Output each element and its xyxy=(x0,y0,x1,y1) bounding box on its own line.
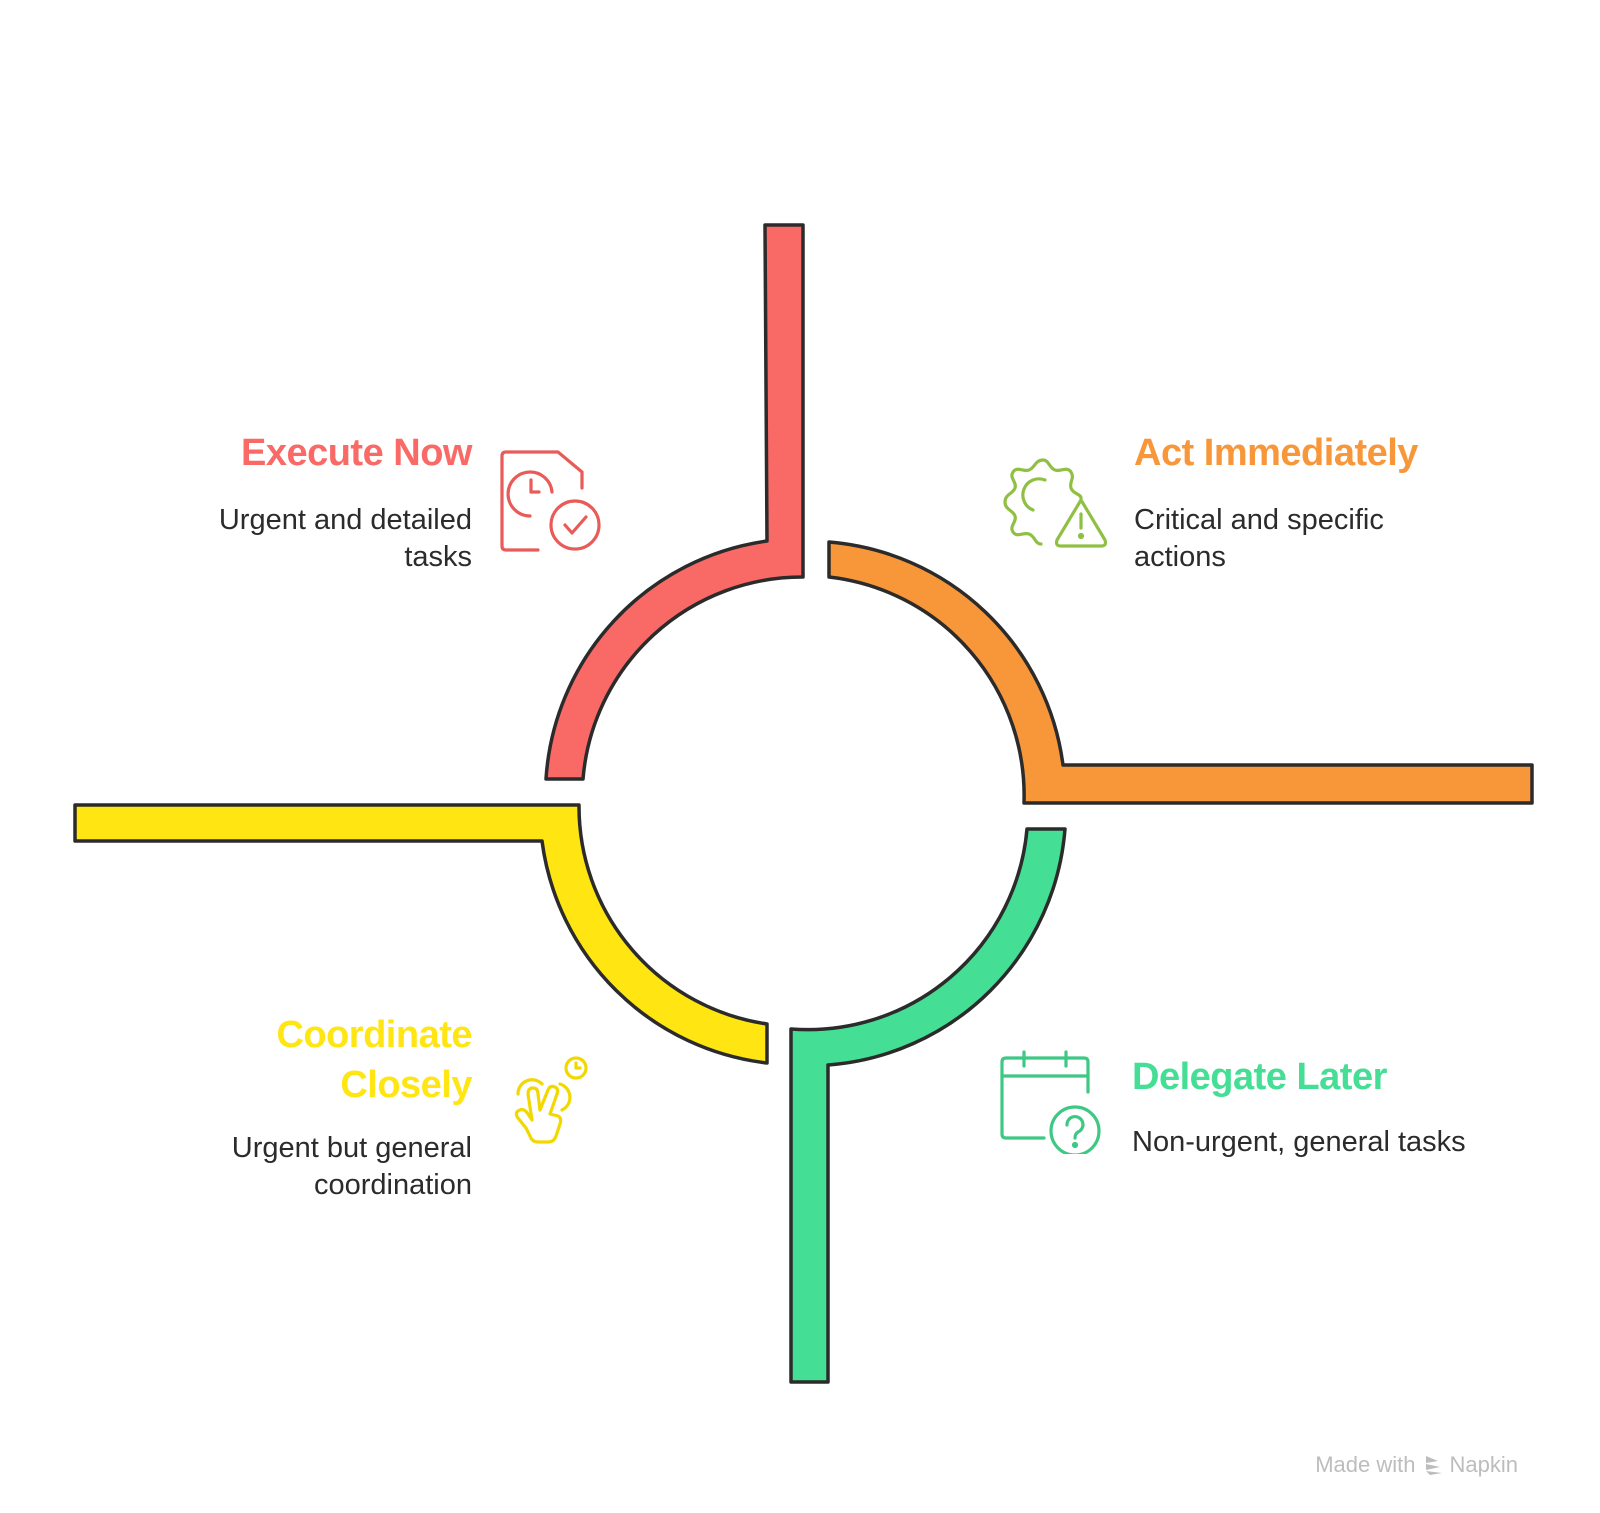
made-with-label: Made with xyxy=(1315,1452,1416,1477)
gear-warning-icon xyxy=(1003,458,1107,548)
calendar-question-icon xyxy=(1000,1050,1101,1154)
act-immediately-description-line-1: Critical and specific xyxy=(1134,504,1384,536)
napkin-logo-icon xyxy=(1425,1456,1442,1475)
act-immediately-title: Act Immediately xyxy=(1134,432,1418,474)
execute-now-description-line-2: tasks xyxy=(404,541,472,573)
execute-now-description: Urgent and detailed tasks xyxy=(219,502,472,576)
act-immediately-description: Critical and specific actions xyxy=(1134,502,1384,576)
coordinate-closely-description-line-2: coordination xyxy=(314,1169,472,1201)
coordinate-closely-segment xyxy=(73,803,769,1065)
document-clock-check-icon xyxy=(500,450,601,552)
delegate-later-description: Non-urgent, general tasks xyxy=(1132,1124,1466,1161)
coordinate-closely-title: Coordinate Closely xyxy=(276,1010,472,1110)
coordinate-closely-description-line-1: Urgent but general xyxy=(231,1132,472,1164)
napkin-brand-label: Napkin xyxy=(1449,1452,1518,1477)
execute-now-segment xyxy=(544,223,805,781)
coordinate-closely-title-line-1: Coordinate xyxy=(276,1014,472,1056)
coordinate-closely-title-line-2: Closely xyxy=(340,1064,472,1106)
made-with-napkin-footer: Made with Napkin xyxy=(1315,1452,1518,1478)
coordinate-closely-description: Urgent but general coordination xyxy=(232,1130,472,1204)
act-immediately-description-line-2: actions xyxy=(1134,541,1226,573)
delegate-later-title: Delegate Later xyxy=(1132,1056,1387,1098)
hand-gesture-clock-icon xyxy=(514,1056,588,1144)
execute-now-description-line-1: Urgent and detailed xyxy=(218,504,472,536)
execute-now-title: Execute Now xyxy=(240,432,473,474)
delegate-later-segment xyxy=(789,827,1067,1384)
delegate-later-description-line-1: Non-urgent, general tasks xyxy=(1132,1126,1466,1158)
act-immediately-segment xyxy=(827,540,1534,805)
